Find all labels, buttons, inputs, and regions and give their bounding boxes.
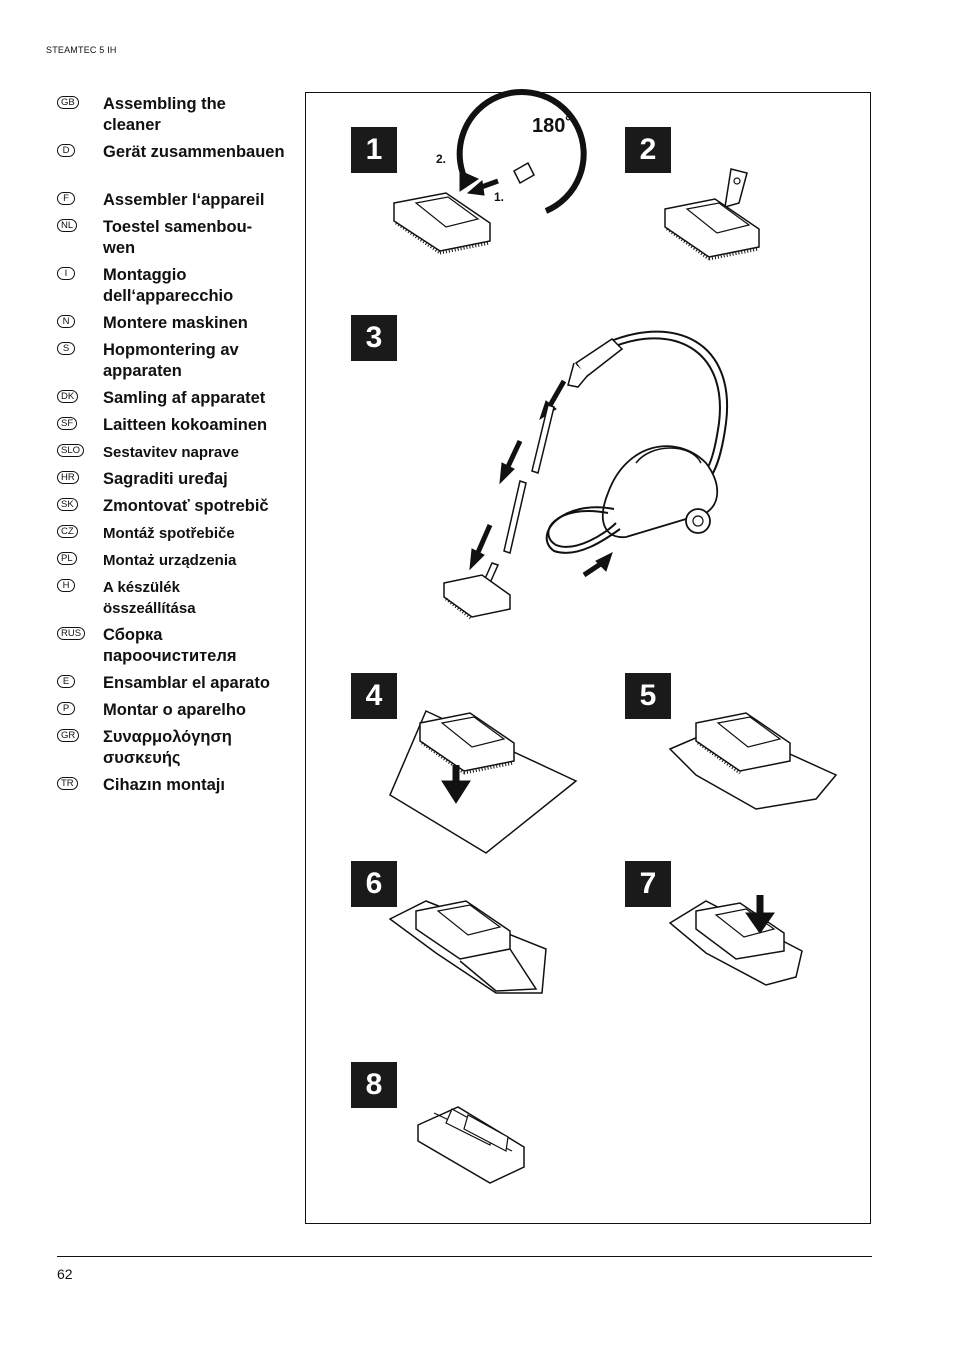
language-title: Συναρμολόγηση συσκευής (103, 728, 232, 767)
step-1-brush-rotation-illustration (393, 88, 587, 255)
language-title: Laitteen kokoaminen (103, 416, 268, 434)
step-3-cleaner-assembly-illustration (443, 330, 729, 621)
step-badge-4: 4 (351, 673, 397, 719)
language-code-badge: SK (57, 498, 78, 511)
language-title: Montáž spotřebiče (103, 525, 235, 542)
language-code-badge: S (57, 342, 75, 355)
language-code-badge: CZ (57, 525, 78, 538)
language-title: Assembling the cleaner (103, 95, 226, 134)
footer-rule (57, 1256, 872, 1257)
language-title: Samling af apparatet (103, 389, 266, 407)
language-title: Toestel samenbou-wen (103, 218, 253, 257)
language-item-nl: NL Toestel samenbou-wen (57, 217, 297, 259)
language-code-badge: DK (57, 390, 79, 403)
language-code-badge: TR (57, 777, 78, 790)
language-code-badge: PL (57, 552, 77, 565)
step-2-brush-nozzle-illustration (664, 168, 760, 261)
step-badge-7: 7 (625, 861, 671, 907)
language-title: Сборка пароочистителя (103, 626, 237, 665)
language-code-badge: H (57, 579, 75, 592)
step-5-cloth-folding-illustration (668, 712, 838, 810)
language-item-cz: CZ Montáž spotřebiče (57, 523, 297, 544)
language-item-h: H A készülék összeállítása (57, 577, 297, 619)
language-title: Gerät zusammenbauen (103, 143, 285, 161)
step-1-first-label: 1. (494, 190, 505, 204)
language-item-p: P Montar o aparelho (57, 700, 297, 721)
language-item-hr: HR Sagraditi uređaj (57, 469, 297, 490)
language-code-badge: D (57, 144, 75, 157)
language-code-badge: GR (57, 729, 80, 742)
language-code-badge: RUS (57, 627, 86, 640)
language-item-gb: GB Assembling the cleaner (57, 94, 297, 136)
step-badge-8: 8 (351, 1062, 397, 1108)
language-title: Montaggio dell‘apparecchio (103, 266, 234, 305)
step-6-cloth-folding-illustration (388, 900, 547, 994)
language-item-sk: SK Zmontovať spotrebič (57, 496, 297, 517)
language-title: Assembler l‘appareil (103, 191, 265, 209)
language-code-badge: SLO (57, 444, 85, 457)
language-code-badge: HR (57, 471, 79, 484)
language-title: Zmontovať spotrebič (103, 497, 269, 515)
language-item-i: I Montaggio dell‘apparecchio (57, 265, 297, 307)
language-code-badge: I (57, 267, 75, 280)
language-title: Sagraditi uređaj (103, 470, 228, 488)
step-badge-6: 6 (351, 861, 397, 907)
language-title: Montar o aparelho (103, 701, 247, 719)
language-item-d: D Gerät zusammenbauen (57, 142, 297, 184)
language-title: Montaż urządzenia (103, 552, 237, 569)
language-code-badge: P (57, 702, 75, 715)
language-code-badge: E (57, 675, 75, 688)
language-item-pl: PL Montaż urządzenia (57, 550, 297, 571)
language-title: Montere maskinen (103, 314, 248, 332)
step-badge-1: 1 (351, 127, 397, 173)
language-item-s: S Hopmontering av apparaten (57, 340, 297, 382)
step-8-wrapped-brush-illustration (417, 1106, 525, 1184)
language-title: Hopmontering av apparaten (103, 341, 239, 380)
language-item-dk: DK Samling af apparatet (57, 388, 297, 409)
document-header: STEAMTEC 5 IH (46, 45, 117, 55)
step-badge-3: 3 (351, 315, 397, 361)
step-7-cloth-wrapping-illustration (668, 895, 803, 986)
language-title: Sestavitev naprave (103, 444, 239, 461)
rotation-angle-label: 180˚ (532, 115, 573, 137)
language-code-badge: F (57, 192, 75, 205)
page-number: 62 (57, 1266, 73, 1282)
step-1-second-label: 2. (436, 152, 447, 166)
language-title: Ensamblar el aparato (103, 674, 270, 692)
language-item-sf: SF Laitteen kokoaminen (57, 415, 297, 436)
language-item-rus: RUS Сборка пароочистителя (57, 625, 297, 667)
language-item-gr: GR Συναρμολόγηση συσκευής (57, 727, 297, 769)
language-code-badge: N (57, 315, 75, 328)
language-item-n: N Montere maskinen (57, 313, 297, 334)
language-code-badge: GB (57, 96, 79, 109)
step-4-brush-on-cloth-illustration (389, 709, 578, 854)
language-item-tr: TR Cihazın montajı (57, 775, 297, 796)
language-code-badge: NL (57, 219, 78, 232)
language-code-badge: SF (57, 417, 78, 430)
language-item-f: F Assembler l‘appareil (57, 190, 297, 211)
language-list: GB Assembling the cleaner D Gerät zusamm… (57, 94, 297, 802)
language-item-slo: SLO Sestavitev naprave (57, 442, 297, 463)
language-title: Cihazın montajı (103, 776, 225, 794)
language-item-e: E Ensamblar el aparato (57, 673, 297, 694)
assembly-figure-frame: 1 2 3 4 5 6 7 8 180˚ 1. 2. (305, 88, 871, 1224)
step-badge-5: 5 (625, 673, 671, 719)
step-badge-2: 2 (625, 127, 671, 173)
language-title: A készülék összeállítása (103, 579, 196, 617)
